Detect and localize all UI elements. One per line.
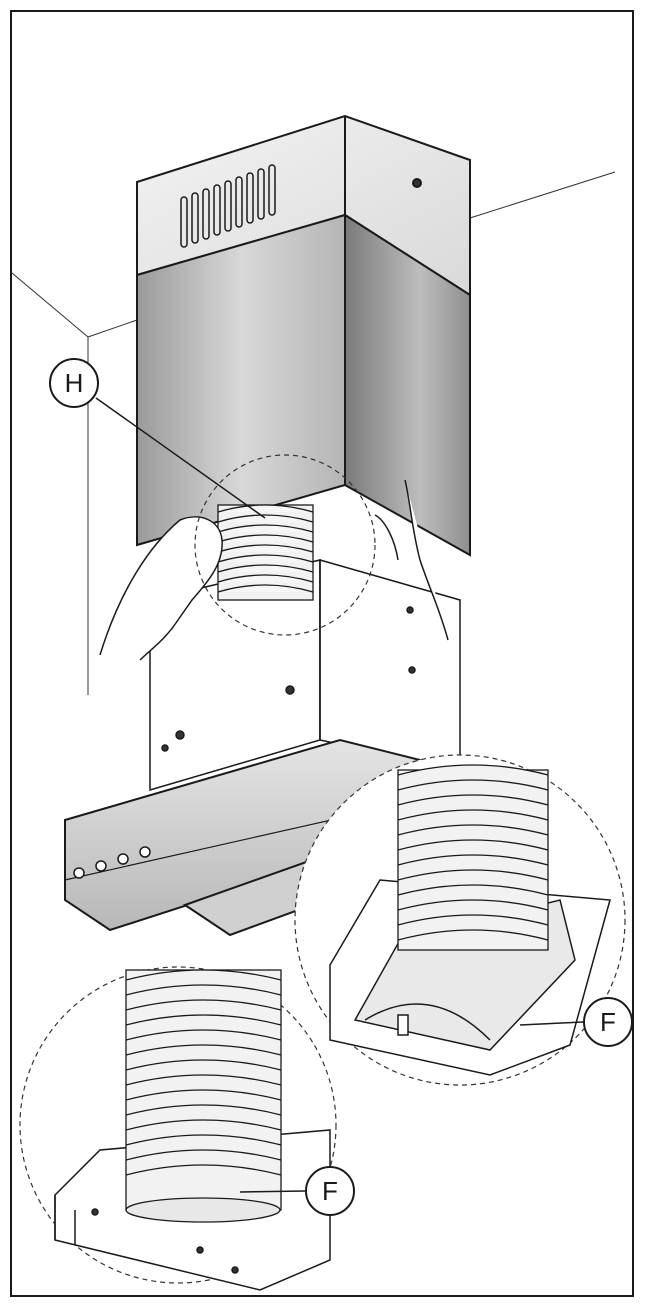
flexible-hose-upper — [217, 504, 314, 601]
detail-view-left — [19, 966, 337, 1291]
hands-illustration — [99, 479, 449, 661]
flexible-hose-left — [125, 969, 282, 1223]
chimney-cover — [136, 213, 471, 557]
vent-slots — [180, 164, 276, 248]
callout-f-right-label: F — [600, 1007, 616, 1037]
callout-h-label: H — [65, 368, 84, 398]
hood-buttons — [73, 846, 151, 879]
detail-circle-upper — [194, 454, 376, 636]
inner-chimney — [149, 559, 461, 792]
callout-h: H — [49, 358, 99, 408]
callout-f-left: F — [305, 1166, 355, 1216]
callout-f-right: F — [583, 997, 633, 1047]
flexible-hose-right — [397, 764, 549, 951]
detail-view-right — [294, 754, 626, 1086]
leader-lines — [95, 397, 584, 1193]
callout-f-left-label: F — [322, 1176, 338, 1206]
